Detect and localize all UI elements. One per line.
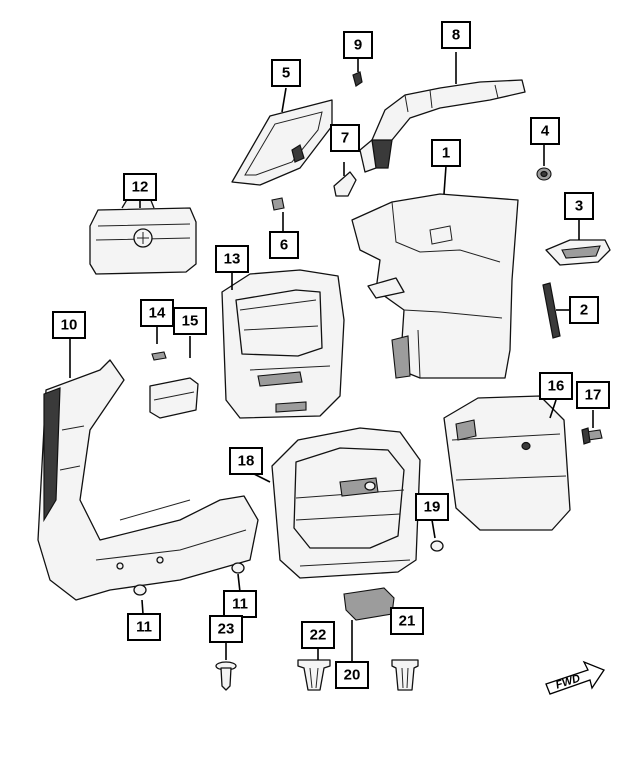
callout-13: 13 xyxy=(215,245,249,273)
callout-22: 22 xyxy=(301,621,335,649)
callout-label: 13 xyxy=(224,251,241,268)
part-3-handle-bezel xyxy=(545,239,611,266)
callout-label: 12 xyxy=(132,179,149,196)
part-7-cap xyxy=(333,171,357,197)
callout-9: 9 xyxy=(343,31,373,59)
callout-6: 6 xyxy=(269,231,299,259)
part-4-grommet xyxy=(536,167,552,181)
callout-15: 15 xyxy=(173,307,207,335)
callout-17: 17 xyxy=(576,381,610,409)
part-13-door-panel xyxy=(221,269,345,419)
callout-12: 12 xyxy=(123,173,157,201)
callout-label: 23 xyxy=(218,621,235,638)
callout-21: 21 xyxy=(390,607,424,635)
callout-3: 3 xyxy=(564,192,594,220)
part-6-clip xyxy=(271,197,285,211)
callout-label: 2 xyxy=(580,302,588,319)
callout-14: 14 xyxy=(140,299,174,327)
callout-1: 1 xyxy=(431,139,461,167)
callout-5: 5 xyxy=(271,59,301,87)
callout-label: 4 xyxy=(541,123,550,140)
callout-label: 9 xyxy=(354,37,362,54)
callout-8: 8 xyxy=(441,21,471,49)
part-11-plug-center xyxy=(231,562,245,574)
part-5-window-trim xyxy=(231,99,333,186)
callout-20: 20 xyxy=(335,661,369,689)
part-17-screw xyxy=(581,427,603,445)
callout-label: 17 xyxy=(585,387,602,404)
callout-2: 2 xyxy=(569,296,599,324)
callout-19: 19 xyxy=(415,493,449,521)
part-15-cover xyxy=(149,377,199,419)
leader-lines xyxy=(69,52,594,662)
callout-label: 16 xyxy=(548,378,565,395)
part-11-plug-left xyxy=(133,584,147,596)
callout-4: 4 xyxy=(530,117,560,145)
callout-11-center: 11 xyxy=(223,590,257,618)
callout-label: 6 xyxy=(280,237,288,254)
callout-label: 18 xyxy=(238,453,255,470)
callout-7: 7 xyxy=(330,124,360,152)
callout-16: 16 xyxy=(539,372,573,400)
callout-label: 21 xyxy=(399,613,416,630)
part-16-closeout-panel xyxy=(443,395,571,531)
callout-label: 11 xyxy=(136,619,152,636)
part-22-clip xyxy=(297,659,331,691)
part-10-rear-quarter-trim xyxy=(37,359,259,601)
part-20-cover xyxy=(343,587,395,621)
part-1-quarter-trim xyxy=(351,193,519,379)
part-18-door-trim xyxy=(271,427,421,579)
part-21-clip xyxy=(391,659,419,691)
callout-label: 20 xyxy=(344,667,361,684)
callout-10: 10 xyxy=(52,311,86,339)
part-9-clip xyxy=(352,71,363,87)
callout-label: 10 xyxy=(61,317,78,334)
part-2-strip xyxy=(542,282,561,339)
callout-label: 5 xyxy=(282,65,290,82)
callout-18: 18 xyxy=(229,447,263,475)
callout-label: 7 xyxy=(341,130,349,147)
part-23-push-pin xyxy=(215,661,237,691)
callout-label: 11 xyxy=(232,596,248,613)
callout-label: 15 xyxy=(182,313,199,330)
callout-label: 14 xyxy=(149,305,166,322)
callout-label: 22 xyxy=(310,627,327,644)
part-8-upper-rail xyxy=(359,79,526,173)
fwd-arrow-icon: FWD xyxy=(545,660,605,695)
fwd-label: FWD xyxy=(554,672,582,691)
callout-label: 19 xyxy=(424,499,441,516)
callout-label: 8 xyxy=(452,27,460,44)
part-14-clip xyxy=(151,351,167,361)
part-19-grommet xyxy=(430,540,444,552)
callout-label: 1 xyxy=(442,145,450,162)
callout-23: 23 xyxy=(209,615,243,643)
callout-label: 3 xyxy=(575,198,583,215)
part-12-case xyxy=(89,197,197,275)
callout-11-left: 11 xyxy=(127,613,161,641)
